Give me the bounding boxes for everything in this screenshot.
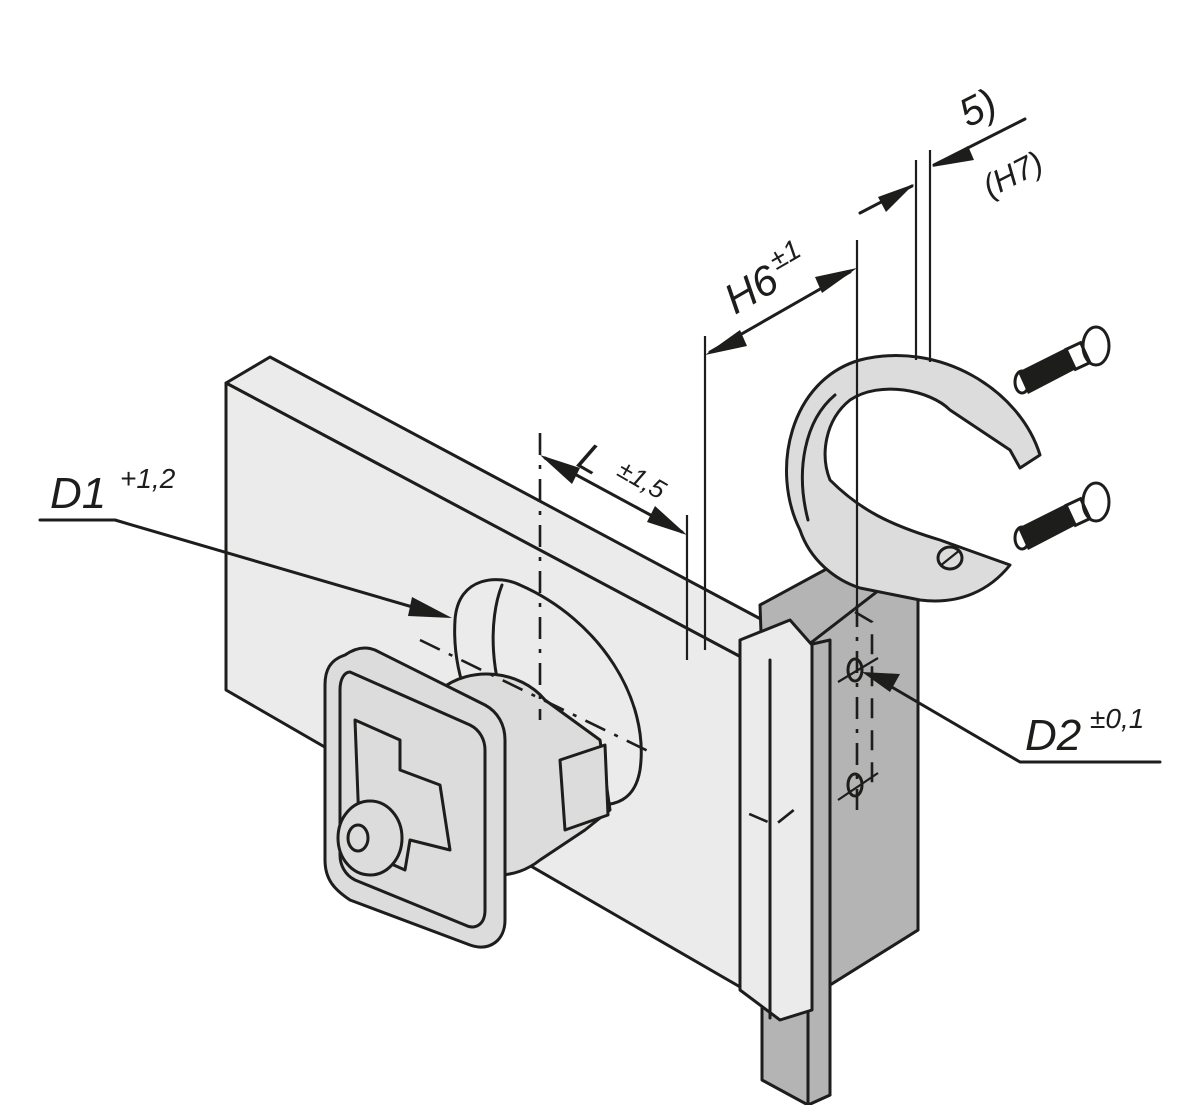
bracket-body xyxy=(785,354,1042,603)
label-h6: H6 ±1 xyxy=(716,233,806,323)
label-l: L ±1,5 xyxy=(571,435,672,506)
key-cylinder xyxy=(336,799,404,877)
d2-name: D2 xyxy=(1025,711,1081,760)
label-d1: D1 +1,2 xyxy=(50,463,176,518)
dim-l xyxy=(538,433,689,720)
panel-end-block xyxy=(738,618,814,1022)
h7-name: 5) xyxy=(952,81,1004,136)
dim-d1 xyxy=(38,518,651,754)
screw-thread xyxy=(1018,347,1078,394)
dim-h7 xyxy=(858,117,1027,362)
screw-head xyxy=(1081,325,1111,367)
screw-top xyxy=(1013,325,1111,395)
d2-hole-top xyxy=(846,657,864,683)
screw-head xyxy=(1081,481,1111,523)
d1-name: D1 xyxy=(50,469,106,518)
dim-d2 xyxy=(862,672,1162,764)
d2-tolerance: ±0,1 xyxy=(1090,703,1144,734)
dim-h6 xyxy=(703,240,859,650)
c-bracket xyxy=(785,354,1042,603)
l-tolerance: ±1,5 xyxy=(613,454,672,505)
screw-bottom xyxy=(1013,481,1111,551)
latch-lock xyxy=(323,646,612,949)
keyhole-icon xyxy=(346,823,370,853)
screw-thread xyxy=(1018,503,1078,550)
label-h7: 5) (H7) xyxy=(952,81,1049,205)
h7-tolerance: (H7) xyxy=(977,144,1049,204)
d1-tolerance: +1,2 xyxy=(120,463,176,494)
bracket-screw-head xyxy=(936,545,964,571)
label-d2: D2 ±0,1 xyxy=(1025,703,1144,760)
door-frame xyxy=(738,538,920,1105)
